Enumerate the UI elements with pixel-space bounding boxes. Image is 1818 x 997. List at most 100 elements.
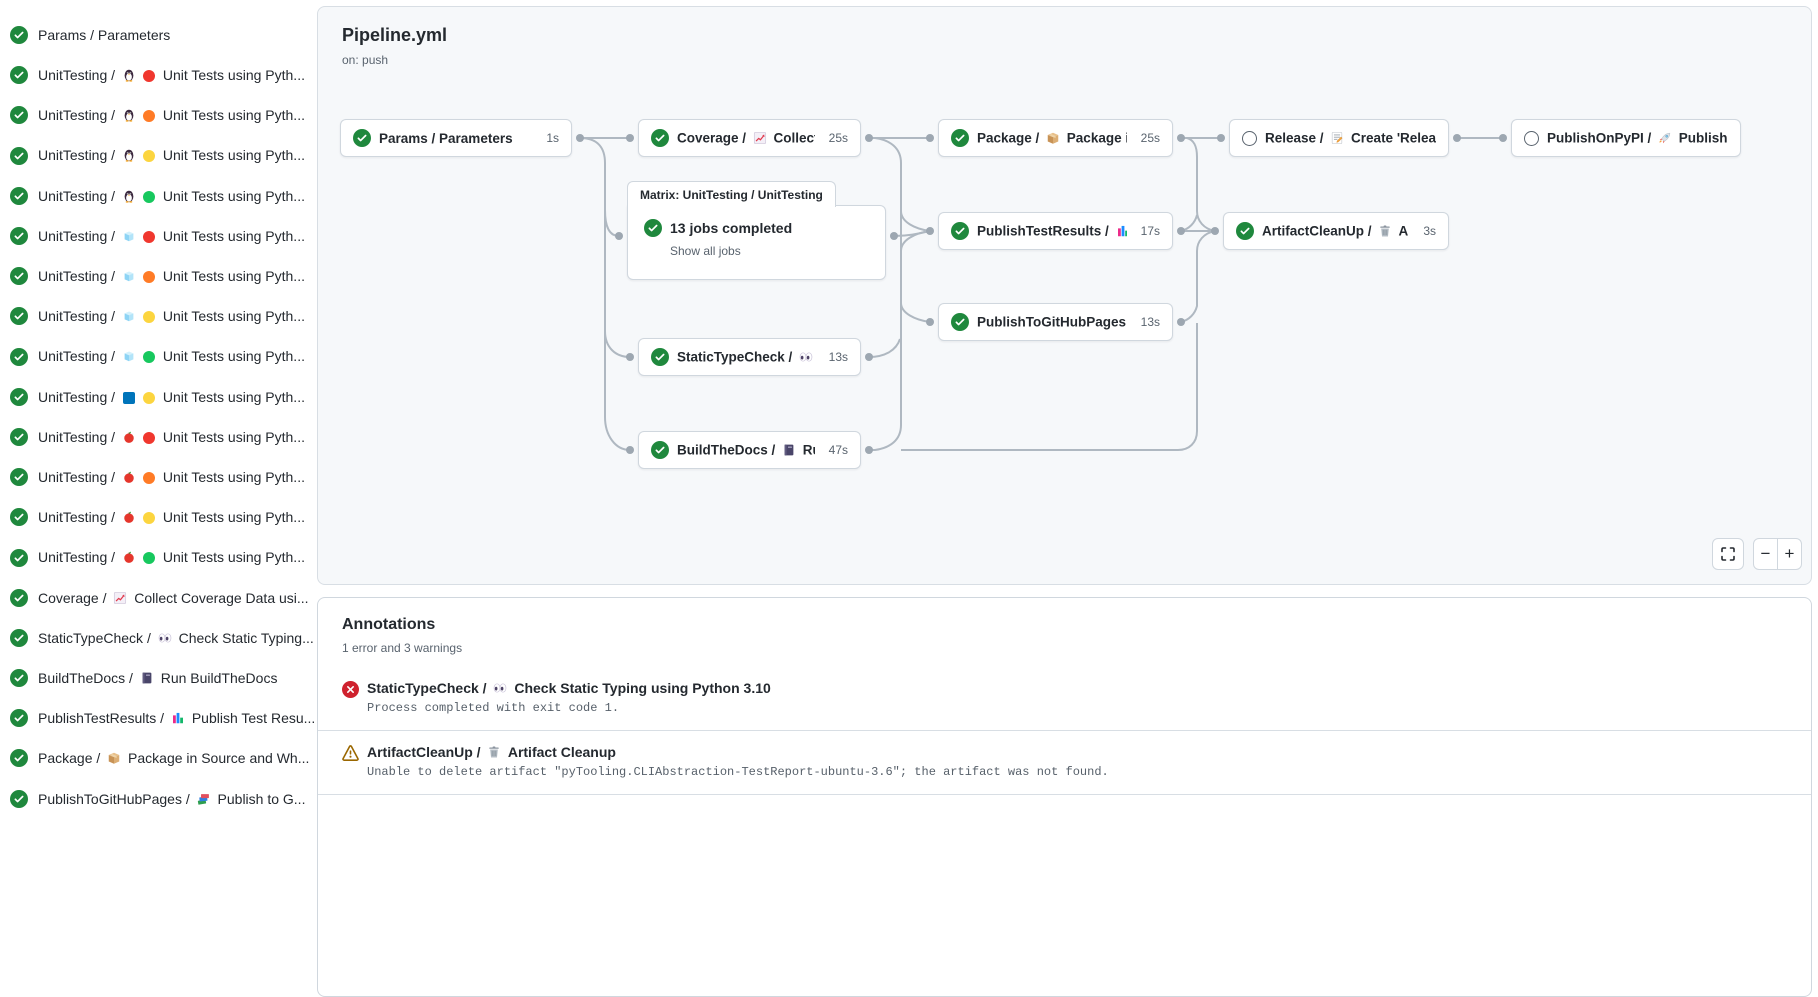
- success-check-icon: [1236, 222, 1254, 240]
- node-status-icon: [951, 222, 969, 240]
- sidebar-item-unittesting-linux-py3[interactable]: UnitTesting / Unit Tests using Pyth...: [0, 136, 317, 176]
- show-all-jobs-link[interactable]: Show all jobs: [670, 244, 741, 258]
- label-text: Run BuildTheDocs: [156, 670, 278, 687]
- label-text: Params / Parameters: [379, 130, 513, 146]
- sidebar-item-unittesting-macos-py2[interactable]: UnitTesting / Unit Tests using Pyth...: [0, 457, 317, 497]
- success-check-icon: [10, 186, 28, 205]
- label-text: UnitTesting /: [38, 468, 119, 485]
- label-text: PublishTestResults /: [977, 223, 1113, 239]
- label-text: BuildTheDocs /: [677, 442, 780, 458]
- label-text: UnitTesting /: [38, 308, 119, 325]
- job-status-icon: [10, 427, 28, 446]
- sidebar-item-package[interactable]: Package / Package in Source and Wh...: [0, 738, 317, 778]
- job-status-icon: [10, 588, 28, 607]
- blue-square-icon: [121, 390, 137, 405]
- node-publishtestresults[interactable]: PublishTestResults / Pu... 17s: [938, 212, 1173, 250]
- job-label: UnitTesting / Unit Tests using Pyth...: [38, 509, 317, 526]
- label-text: ArtifactCleanUp /: [1262, 223, 1376, 239]
- matrix-card[interactable]: 13 jobs completed Show all jobs: [627, 205, 886, 280]
- label-text: StaticTypeCheck /: [367, 680, 491, 696]
- sidebar-item-unittesting-linux-py2[interactable]: UnitTesting / Unit Tests using Pyth...: [0, 95, 317, 135]
- sidebar-item-unittesting-macos-py4[interactable]: UnitTesting / Unit Tests using Pyth...: [0, 537, 317, 577]
- sidebar-item-params[interactable]: Params / Parameters: [0, 15, 317, 55]
- sidebar-item-unittesting-windows-py4[interactable]: UnitTesting / Unit Tests using Pyth...: [0, 337, 317, 377]
- node-coverage[interactable]: Coverage / Collect Cove... 25s: [638, 119, 861, 157]
- sidebar-item-coverage[interactable]: Coverage / Collect Coverage Data usi...: [0, 578, 317, 618]
- success-check-icon: [10, 307, 28, 326]
- dot-orange-icon: [141, 470, 157, 485]
- label-text: UnitTesting /: [38, 267, 119, 284]
- notebook-icon: [139, 671, 155, 686]
- job-label: UnitTesting / Unit Tests using Pyth...: [38, 188, 317, 205]
- job-status-icon: [10, 749, 28, 768]
- dot-orange-icon: [141, 269, 157, 284]
- job-status-icon: [10, 789, 28, 808]
- eyes-icon: [157, 630, 173, 645]
- node-duration: 13s: [1140, 315, 1160, 329]
- workflow-graph-panel: Pipeline.yml on: push Params / Parameter…: [317, 6, 1812, 585]
- dot-orange-icon: [141, 109, 157, 124]
- memo-icon: [1329, 130, 1345, 145]
- label-text: Package in Source and Wh...: [124, 750, 310, 767]
- node-duration: 1s: [546, 131, 559, 145]
- workflow-trigger: on: push: [342, 53, 389, 67]
- job-label: Package / Package in Source and Wh...: [38, 750, 317, 766]
- node-status-icon: [951, 313, 969, 331]
- node-label: Params / Parameters: [379, 131, 513, 146]
- label-text: StaticTypeCheck /: [677, 349, 797, 365]
- eyes-icon: [492, 681, 508, 696]
- label-text: Release /: [1265, 130, 1328, 146]
- annotation-title: ArtifactCleanUp / Artifact Cleanup: [367, 744, 1109, 760]
- sidebar-item-unittesting-linux-py1[interactable]: UnitTesting / Unit Tests using Pyth...: [0, 55, 317, 95]
- sidebar-item-unittesting-windows-py1[interactable]: UnitTesting / Unit Tests using Pyth...: [0, 216, 317, 256]
- node-statictypecheck[interactable]: StaticTypeCheck / Chec... 13s: [638, 338, 861, 376]
- sidebar-item-unittesting-linux-py4[interactable]: UnitTesting / Unit Tests using Pyth...: [0, 176, 317, 216]
- node-status-icon: [651, 441, 669, 459]
- sidebar-item-publishtogithubpages[interactable]: PublishToGitHubPages / Publish to G...: [0, 779, 317, 819]
- label-text: UnitTesting /: [38, 67, 119, 84]
- job-label: Coverage / Collect Coverage Data usi...: [38, 590, 317, 606]
- label-text: Unit Tests using Pyth...: [158, 428, 305, 445]
- node-publishtogithubpages[interactable]: PublishToGitHubPages / ... 13s: [938, 303, 1173, 341]
- sidebar-item-unittesting-windows-py3[interactable]: UnitTesting / Unit Tests using Pyth...: [0, 296, 317, 336]
- node-params[interactable]: Params / Parameters 1s: [340, 119, 572, 157]
- label-text: UnitTesting /: [38, 428, 119, 445]
- node-label: PublishOnPyPI / Publish to ...: [1547, 130, 1728, 146]
- error-x-icon: [341, 680, 360, 699]
- zoom-out-button[interactable]: −: [1754, 539, 1778, 569]
- label-text: Unit Tests using Pyth...: [158, 308, 305, 325]
- label-text: Unit Tests using Pyth...: [158, 147, 305, 164]
- job-status-icon: [10, 146, 28, 165]
- sidebar-item-buildthedocs[interactable]: BuildTheDocs / Run BuildTheDocs: [0, 658, 317, 698]
- node-label: Coverage / Collect Cove...: [677, 130, 815, 146]
- label-text: Collect Cove...: [773, 130, 815, 146]
- job-label: PublishToGitHubPages / Publish to G...: [38, 791, 317, 807]
- job-status-icon: [10, 267, 28, 286]
- success-check-icon: [10, 347, 28, 366]
- sidebar-item-unittesting-windows-py2[interactable]: UnitTesting / Unit Tests using Pyth...: [0, 256, 317, 296]
- job-status-icon: [10, 508, 28, 527]
- job-label: UnitTesting / Unit Tests using Pyth...: [38, 469, 317, 486]
- zoom-in-button[interactable]: +: [1784, 544, 1795, 563]
- fullscreen-button[interactable]: [1712, 538, 1744, 570]
- label-text: Unit Tests using Pyth...: [158, 549, 305, 566]
- node-buildthedocs[interactable]: BuildTheDocs / Run Buil... 47s: [638, 431, 861, 469]
- label-text: Unit Tests using Pyth...: [158, 227, 305, 244]
- sidebar-item-unittesting-macos-py1[interactable]: UnitTesting / Unit Tests using Pyth...: [0, 417, 317, 457]
- success-check-icon: [651, 129, 669, 147]
- node-publishonpypi[interactable]: PublishOnPyPI / Publish to ...: [1511, 119, 1741, 157]
- node-artifactcleanup[interactable]: ArtifactCleanUp / Artifac... 3s: [1223, 212, 1449, 250]
- node-release[interactable]: Release / Create 'Release P...: [1229, 119, 1449, 157]
- sidebar-item-unittesting-msys2[interactable]: UnitTesting / Unit Tests using Pyth...: [0, 377, 317, 417]
- annotation-error: StaticTypeCheck / Check Static Typing us…: [318, 667, 1811, 731]
- success-check-icon: [10, 267, 28, 286]
- success-check-icon: [951, 222, 969, 240]
- penguin-icon: [121, 188, 137, 203]
- job-label: UnitTesting / Unit Tests using Pyth...: [38, 107, 317, 124]
- node-package[interactable]: Package / Package in So... 25s: [938, 119, 1173, 157]
- sidebar-item-unittesting-macos-py3[interactable]: UnitTesting / Unit Tests using Pyth...: [0, 497, 317, 537]
- sidebar-item-publishtestresults[interactable]: PublishTestResults / Publish Test Resu..…: [0, 698, 317, 738]
- annotations-summary: 1 error and 3 warnings: [342, 641, 463, 655]
- fullscreen-icon: [1721, 547, 1735, 561]
- sidebar-item-statictypecheck[interactable]: StaticTypeCheck / Check Static Typing...: [0, 618, 317, 658]
